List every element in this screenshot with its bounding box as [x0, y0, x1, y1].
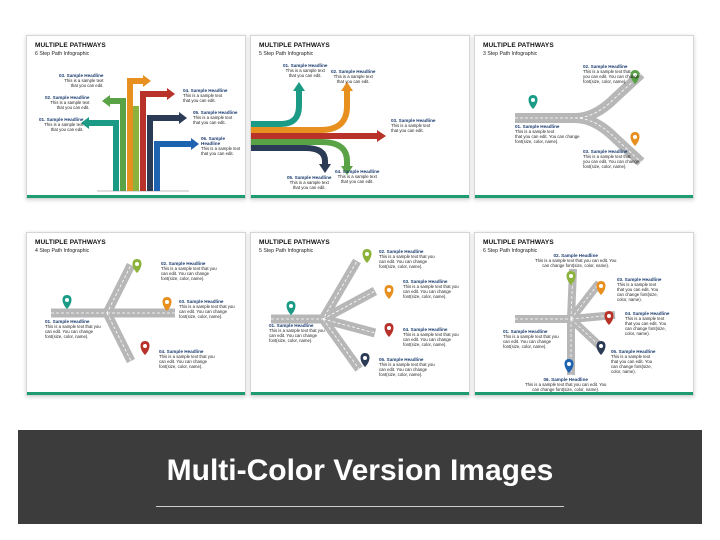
version-banner: Multi-Color Version Images: [18, 430, 702, 524]
slide-thumbnail-5[interactable]: MULTIPLE PATHWAYS 5 Step Path Infographi…: [250, 232, 470, 396]
slide-title: MULTIPLE PATHWAYS: [35, 239, 106, 246]
slide-title: MULTIPLE PATHWAYS: [483, 239, 554, 246]
accent-bar: [475, 195, 693, 198]
slide-title: MULTIPLE PATHWAYS: [35, 42, 106, 49]
road-graphic: [51, 259, 175, 364]
slide-title: MULTIPLE PATHWAYS: [259, 42, 330, 49]
road-graphic: [271, 249, 394, 372]
bent-arrows-graphic: [81, 75, 199, 192]
slide-thumbnail-6[interactable]: MULTIPLE PATHWAYS 6 Step Path Infographi…: [474, 232, 694, 396]
slide-thumbnail-3[interactable]: MULTIPLE PATHWAYS 3 Step Path Infographi…: [474, 35, 694, 199]
slide-subtitle: 4 Step Path Infographic: [35, 248, 90, 254]
accent-bar: [27, 392, 245, 395]
slide-subtitle: 6 Step Path Infographic: [483, 248, 538, 254]
banner-title: Multi-Color Version Images: [166, 454, 554, 487]
road-graphic: [515, 268, 616, 375]
banner-divider: [156, 506, 564, 507]
slide-subtitle: 6 Step Path Infographic: [35, 51, 90, 57]
accent-bar: [251, 195, 469, 198]
slide-subtitle: 5 Step Path Infographic: [259, 248, 314, 254]
accent-bar: [251, 392, 469, 395]
slide-title: MULTIPLE PATHWAYS: [483, 42, 554, 49]
accent-bar: [27, 195, 245, 198]
slide-title: MULTIPLE PATHWAYS: [259, 239, 330, 246]
slide-thumbnail-1[interactable]: MULTIPLE PATHWAYS 6 Step Path Infographi…: [26, 35, 246, 199]
slide-subtitle: 3 Step Path Infographic: [483, 51, 538, 57]
curved-arrows-graphic: [251, 82, 386, 175]
slide-subtitle: 5 Step Path Infographic: [259, 51, 314, 57]
road-graphic: [515, 70, 645, 166]
accent-bar: [475, 392, 693, 395]
slide-thumbnail-4[interactable]: MULTIPLE PATHWAYS 4 Step Path Infographi…: [26, 232, 246, 396]
slide-thumbnail-2[interactable]: MULTIPLE PATHWAYS 5 Step Path Infographi…: [250, 35, 470, 199]
